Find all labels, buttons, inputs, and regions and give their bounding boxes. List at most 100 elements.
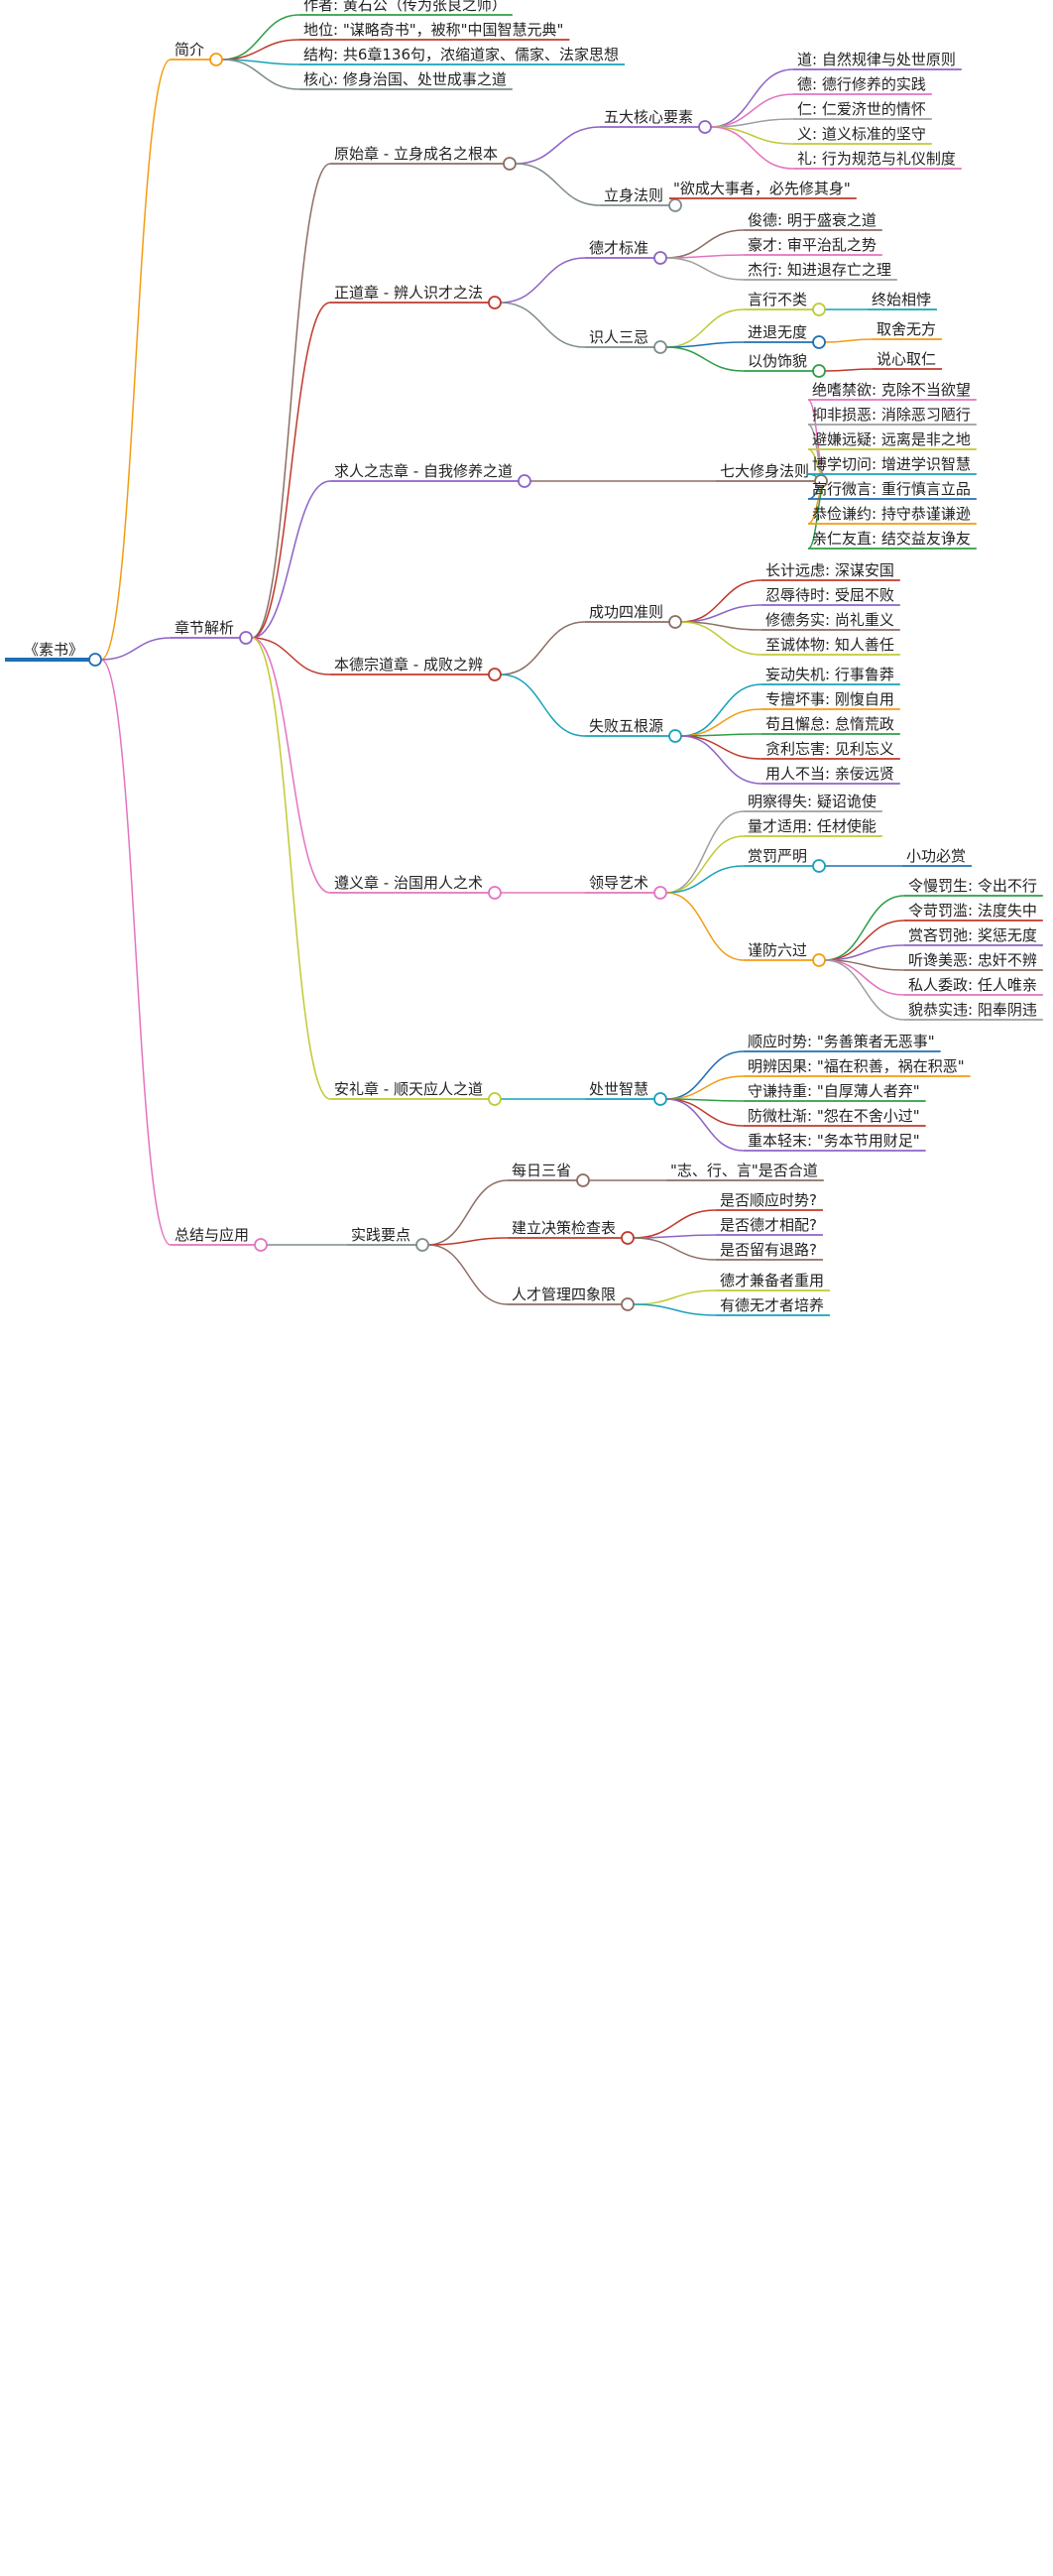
mindmap-node[interactable]: 结构: 共6章136句，浓缩道家、儒家、法家思想 <box>299 46 625 65</box>
mindmap-node[interactable]: 恭俭谦约: 持守恭谨谦逊 <box>808 505 977 525</box>
collapse-toggle-icon[interactable] <box>653 886 667 900</box>
collapse-toggle-icon[interactable] <box>668 615 682 629</box>
collapse-toggle-icon[interactable] <box>812 953 826 967</box>
mindmap-node[interactable]: 明辨因果: "福在积善，祸在积恶" <box>744 1057 971 1077</box>
mindmap-node[interactable]: 重本轻末: "务本节用财足" <box>744 1132 926 1152</box>
mindmap-node[interactable]: "欲成大事者，必先修其身" <box>669 180 857 199</box>
mindmap-node[interactable]: 杰行: 知进退存亡之理 <box>744 261 897 281</box>
mindmap-node[interactable]: 亲仁友直: 结交益友诤友 <box>808 530 977 550</box>
mindmap-node[interactable]: 妄动失机: 行事鲁莽 <box>761 666 900 685</box>
collapse-toggle-icon[interactable] <box>814 474 828 488</box>
mindmap-node[interactable]: 进退无度 <box>744 323 826 349</box>
mindmap-node[interactable]: 有德无才者培养 <box>716 1296 831 1316</box>
mindmap-node[interactable]: 道: 自然规律与处世原则 <box>793 51 962 70</box>
mindmap-node[interactable]: 原始章 - 立身成名之根本 <box>330 145 517 171</box>
mindmap-node[interactable]: 量才适用: 任材使能 <box>744 817 882 837</box>
mindmap-node[interactable]: 貌恭实违: 阳奉阴违 <box>904 1001 1043 1021</box>
mindmap-node[interactable]: 谨防六过 <box>744 941 826 967</box>
mindmap-node[interactable]: 德: 德行修养的实践 <box>793 75 932 95</box>
collapse-toggle-icon[interactable] <box>653 251 667 265</box>
mindmap-node[interactable]: 取舍无方 <box>873 320 943 340</box>
collapse-toggle-icon[interactable] <box>488 296 502 309</box>
mindmap-node[interactable]: 是否留有退路? <box>716 1241 823 1261</box>
mindmap-node[interactable]: 守谦持重: "自厚薄人者弃" <box>744 1082 926 1102</box>
mindmap-node[interactable]: 苟且懈怠: 怠惰荒政 <box>761 715 900 735</box>
mindmap-node[interactable]: 五大核心要素 <box>600 108 712 134</box>
mindmap-node[interactable]: 私人委政: 任人唯亲 <box>904 976 1043 996</box>
mindmap-node[interactable]: 俊德: 明于盛衰之道 <box>744 211 882 231</box>
mindmap-node[interactable]: 人才管理四象限 <box>508 1286 635 1311</box>
mindmap-node[interactable]: 令慢罚生: 令出不行 <box>904 877 1043 897</box>
collapse-toggle-icon[interactable] <box>254 1238 268 1252</box>
collapse-toggle-icon[interactable] <box>653 1092 667 1106</box>
collapse-toggle-icon[interactable] <box>621 1231 635 1245</box>
mindmap-node[interactable]: 明察得失: 疑诏诡使 <box>744 793 882 812</box>
collapse-toggle-icon[interactable] <box>488 668 502 681</box>
mindmap-node[interactable]: 领导艺术 <box>585 874 667 900</box>
mindmap-node[interactable]: 防微杜渐: "怨在不舍小过" <box>744 1107 926 1127</box>
mindmap-node[interactable]: 七大修身法则 <box>716 462 828 488</box>
mindmap-node[interactable]: 修德务实: 尚礼重义 <box>761 611 900 631</box>
collapse-toggle-icon[interactable] <box>812 303 826 316</box>
mindmap-node[interactable]: 德才兼备者重用 <box>716 1272 831 1291</box>
mindmap-node[interactable]: 识人三忌 <box>585 328 667 354</box>
collapse-toggle-icon[interactable] <box>698 120 712 134</box>
mindmap-node[interactable]: 是否德才相配? <box>716 1216 823 1236</box>
mindmap-node[interactable]: 作者: 黄石公（传为张良之师） <box>299 0 513 16</box>
mindmap-node[interactable]: 赏罚严明 <box>744 847 826 873</box>
mindmap-node[interactable]: 赏吝罚弛: 奖惩无度 <box>904 926 1043 946</box>
mindmap-node[interactable]: 抑非损恶: 消除恶习陋行 <box>808 406 977 426</box>
mindmap-node[interactable]: 令苛罚滥: 法度失中 <box>904 902 1043 921</box>
collapse-toggle-icon[interactable] <box>415 1238 429 1252</box>
collapse-toggle-icon[interactable] <box>812 364 826 378</box>
collapse-toggle-icon[interactable] <box>503 157 517 171</box>
collapse-toggle-icon[interactable] <box>488 1092 502 1106</box>
collapse-toggle-icon[interactable] <box>576 1173 590 1187</box>
mindmap-node[interactable]: 高行微言: 重行慎言立品 <box>808 480 977 500</box>
root-node[interactable]: 《素书》 <box>5 641 102 667</box>
mindmap-node[interactable]: 总结与应用 <box>171 1226 268 1252</box>
mindmap-node[interactable]: 失败五根源 <box>585 717 682 743</box>
collapse-toggle-icon[interactable] <box>668 729 682 743</box>
mindmap-node[interactable]: 博学切问: 增进学识智慧 <box>808 455 977 475</box>
mindmap-node[interactable]: 礼: 行为规范与礼仪制度 <box>793 150 962 170</box>
mindmap-node[interactable]: 豪才: 审平治乱之势 <box>744 236 882 256</box>
mindmap-node[interactable]: "志、行、言"是否合道 <box>666 1162 824 1181</box>
mindmap-node[interactable]: 听谗美恶: 忠奸不辨 <box>904 951 1043 971</box>
mindmap-node[interactable]: 遵义章 - 治国用人之术 <box>330 874 502 900</box>
mindmap-node[interactable]: 本德宗道章 - 成败之辨 <box>330 656 502 681</box>
mindmap-node[interactable]: 地位: "谋略奇书"，被称"中国智慧元典" <box>299 21 570 41</box>
mindmap-node[interactable]: 言行不类 <box>744 291 826 316</box>
mindmap-node[interactable]: 处世智慧 <box>585 1080 667 1106</box>
collapse-toggle-icon[interactable] <box>88 653 102 667</box>
mindmap-node[interactable]: 核心: 修身治国、处世成事之道 <box>299 70 513 90</box>
mindmap-node[interactable]: 实践要点 <box>347 1226 429 1252</box>
mindmap-node[interactable]: 建立决策检查表 <box>508 1219 635 1245</box>
mindmap-node[interactable]: 说心取仁 <box>873 350 943 370</box>
mindmap-node[interactable]: 仁: 仁爱济世的情怀 <box>793 100 932 120</box>
mindmap-node[interactable]: 是否顺应时势? <box>716 1191 823 1211</box>
collapse-toggle-icon[interactable] <box>653 340 667 354</box>
mindmap-node[interactable]: 至诚体物: 知人善任 <box>761 636 900 656</box>
mindmap-node[interactable]: 用人不当: 亲佞远贤 <box>761 765 900 785</box>
mindmap-node[interactable]: 小功必赏 <box>902 847 973 867</box>
mindmap-node[interactable]: 贪利忘害: 见利忘义 <box>761 740 900 760</box>
mindmap-node[interactable]: 求人之志章 - 自我修养之道 <box>330 462 531 488</box>
mindmap-node[interactable]: 专擅坏事: 刚愎自用 <box>761 690 900 710</box>
mindmap-node[interactable]: 成功四准则 <box>585 603 682 629</box>
mindmap-node[interactable]: 顺应时势: "务善策者无恶事" <box>744 1033 941 1052</box>
collapse-toggle-icon[interactable] <box>239 631 253 645</box>
mindmap-node[interactable]: 终始相悖 <box>868 291 938 310</box>
mindmap-node[interactable]: 正道章 - 辨人识才之法 <box>330 284 502 309</box>
collapse-toggle-icon[interactable] <box>621 1297 635 1311</box>
collapse-toggle-icon[interactable] <box>488 886 502 900</box>
mindmap-node[interactable]: 每日三省 <box>508 1162 590 1187</box>
mindmap-node[interactable]: 安礼章 - 顺天应人之道 <box>330 1080 502 1106</box>
mindmap-node[interactable]: 义: 道义标准的坚守 <box>793 125 932 145</box>
mindmap-node[interactable]: 简介 <box>171 41 223 66</box>
collapse-toggle-icon[interactable] <box>209 53 223 66</box>
mindmap-node[interactable]: 忍辱待时: 受屈不败 <box>761 586 900 606</box>
mindmap-node[interactable]: 避嫌远疑: 远离是非之地 <box>808 430 977 450</box>
collapse-toggle-icon[interactable] <box>518 474 531 488</box>
mindmap-node[interactable]: 德才标准 <box>585 239 667 265</box>
